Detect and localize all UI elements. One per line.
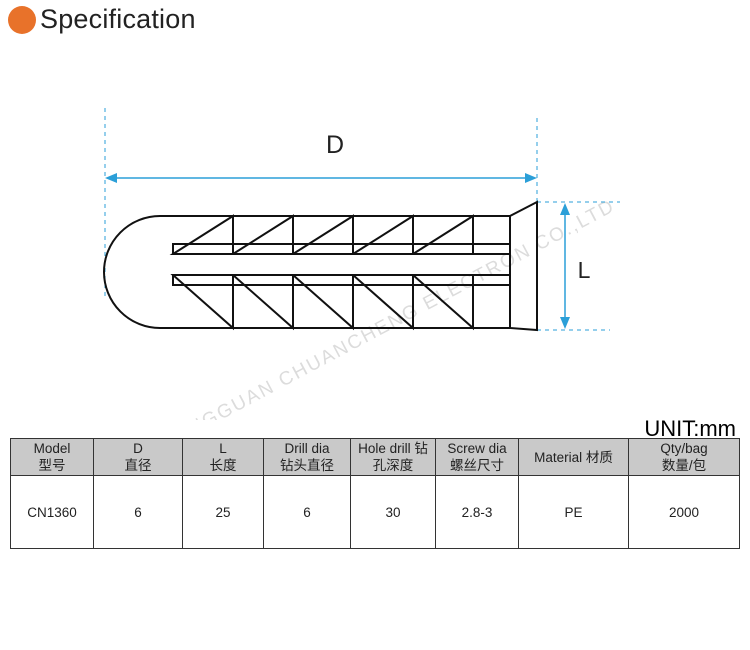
dimension-l-label: L xyxy=(578,257,591,283)
column-header-material: Material 材质 xyxy=(518,438,629,476)
watermark-text: DONGGUAN CHUANCHENG ELECTRON CO.,LTD xyxy=(156,195,619,420)
unit-label: UNIT:mm xyxy=(644,416,736,441)
table-row: CN1360 6 25 6 30 2.8-3 PE 2000 xyxy=(10,475,740,549)
cell-drill-dia: 6 xyxy=(263,475,351,549)
cell-material: PE xyxy=(518,475,629,549)
cell-d: 6 xyxy=(93,475,183,549)
plug-teeth xyxy=(169,214,474,331)
cell-screw-dia: 2.8-3 xyxy=(435,475,519,549)
column-header-hole-depth: Hole drill 钻孔深度 xyxy=(350,438,436,476)
dimension-d-label: D xyxy=(326,131,344,159)
orange-dot-icon xyxy=(8,5,36,34)
cell-hole-depth: 30 xyxy=(350,475,436,549)
cell-model: CN1360 xyxy=(10,475,94,549)
extension-lines xyxy=(104,108,620,331)
page-title: Specification xyxy=(40,4,196,34)
wall-plug-diagram: DONGGUAN CHUANCHENG ELECTRON CO.,LTD D L xyxy=(103,108,620,420)
cell-l: 25 xyxy=(182,475,264,549)
dimension-d-arrow xyxy=(105,173,537,183)
cell-qty: 2000 xyxy=(628,475,740,549)
page-header: Specification xyxy=(8,4,196,35)
dimension-l-arrow xyxy=(560,203,570,329)
